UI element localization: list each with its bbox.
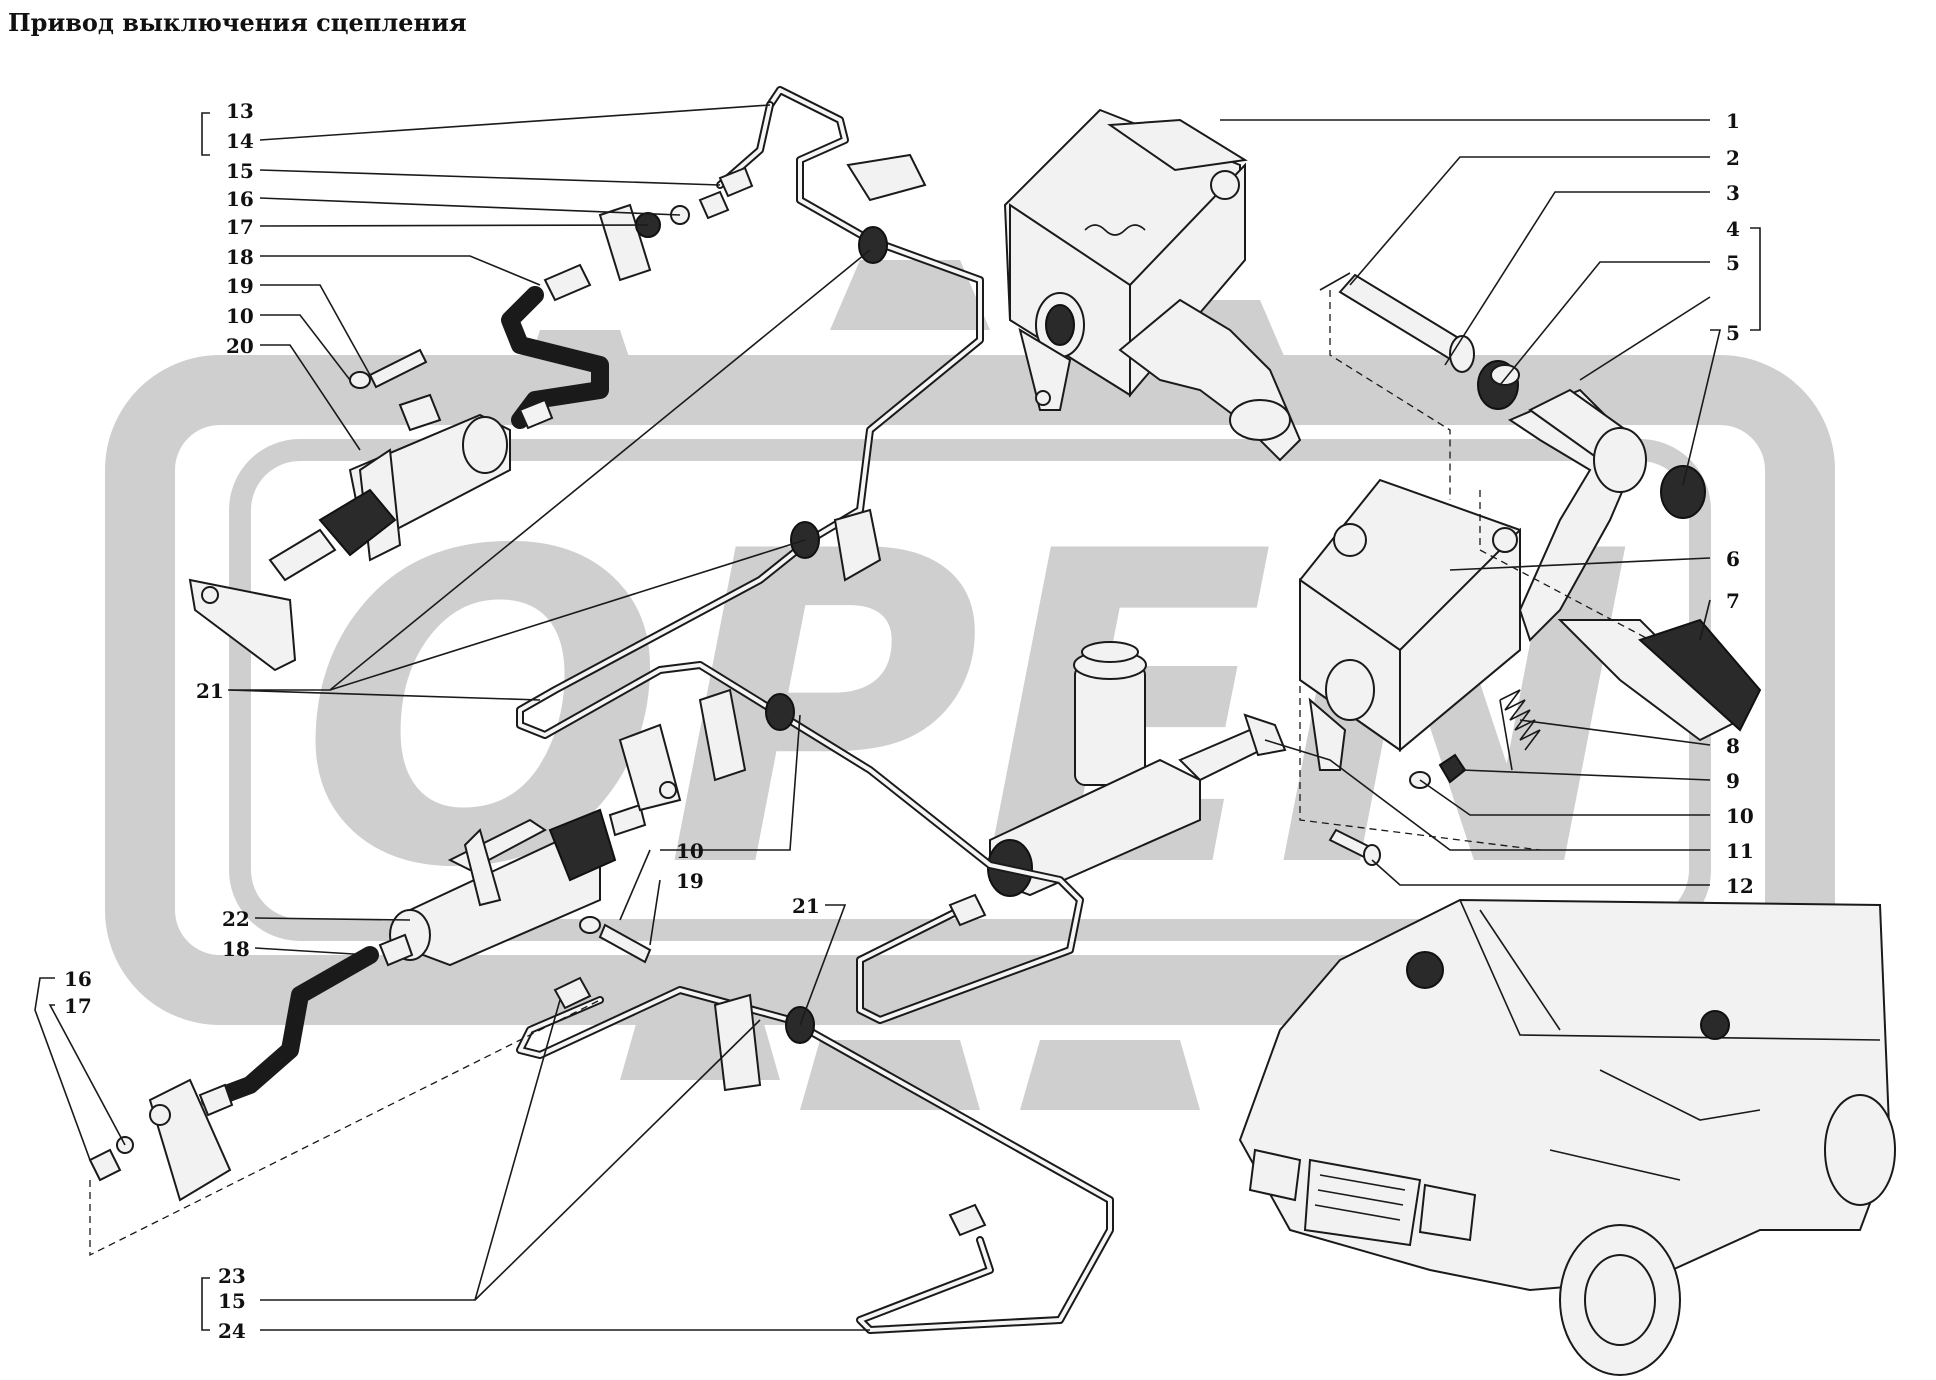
callout-13: 13 (226, 99, 254, 123)
slave-cylinder-lower (389, 723, 682, 967)
callout-19-middle: 19 (676, 869, 704, 893)
callout-10-middle: 10 (676, 839, 704, 863)
callout-19: 19 (226, 274, 254, 298)
pedal-exploded (1299, 272, 1762, 866)
callout-14: 14 (226, 129, 254, 153)
callout-15-lower: 15 (218, 1289, 246, 1313)
callout-15: 15 (226, 159, 254, 183)
callout-7: 7 (1726, 589, 1740, 613)
callout-20: 20 (226, 334, 254, 358)
hose-lower (88, 933, 601, 1257)
callout-18-lower: 18 (222, 937, 250, 961)
callout-22: 22 (222, 907, 250, 931)
callouts-middle: 21 10 19 22 18 21 (196, 679, 820, 961)
callout-21-lower: 21 (792, 894, 820, 918)
callouts-left-top: 13 14 15 16 17 18 19 10 20 (226, 99, 254, 358)
callout-11: 11 (1726, 839, 1754, 863)
callout-17-lower: 17 (64, 994, 92, 1018)
callout-16: 16 (226, 187, 254, 211)
callout-21-left: 21 (196, 679, 224, 703)
callout-9: 9 (1726, 769, 1740, 793)
leader-lines (34, 104, 1761, 1331)
callouts-bottom: 23 15 24 (218, 1264, 246, 1343)
callout-8: 8 (1726, 734, 1740, 758)
callout-1: 1 (1726, 109, 1740, 133)
callouts-left-bottom: 16 17 (64, 967, 92, 1018)
hydraulic-pipes (516, 86, 1114, 1334)
callout-12: 12 (1726, 874, 1754, 898)
callout-2: 2 (1726, 146, 1740, 170)
callout-3: 3 (1726, 181, 1740, 205)
callout-17: 17 (226, 215, 254, 239)
callout-10: 10 (1726, 804, 1754, 828)
callout-18: 18 (226, 245, 254, 269)
callout-5b: 5 (1726, 321, 1740, 345)
pedal-bracket-assembly (1003, 108, 1302, 462)
callouts-right: 1 2 3 4 5 5 6 7 8 9 10 11 12 (1726, 109, 1754, 898)
vehicle-illustration (1238, 898, 1896, 1376)
hose-upper (501, 190, 730, 430)
callout-4: 4 (1726, 217, 1740, 241)
callout-5: 5 (1726, 251, 1740, 275)
callout-24: 24 (218, 1319, 246, 1343)
callout-16-lower: 16 (64, 967, 92, 991)
slave-cylinder-upper (188, 348, 511, 672)
callout-10-upper: 10 (226, 304, 254, 328)
callout-23: 23 (218, 1264, 246, 1288)
master-cylinder (987, 641, 1287, 897)
page-title: Привод выключения сцепления (8, 8, 467, 37)
callout-6: 6 (1726, 547, 1740, 571)
